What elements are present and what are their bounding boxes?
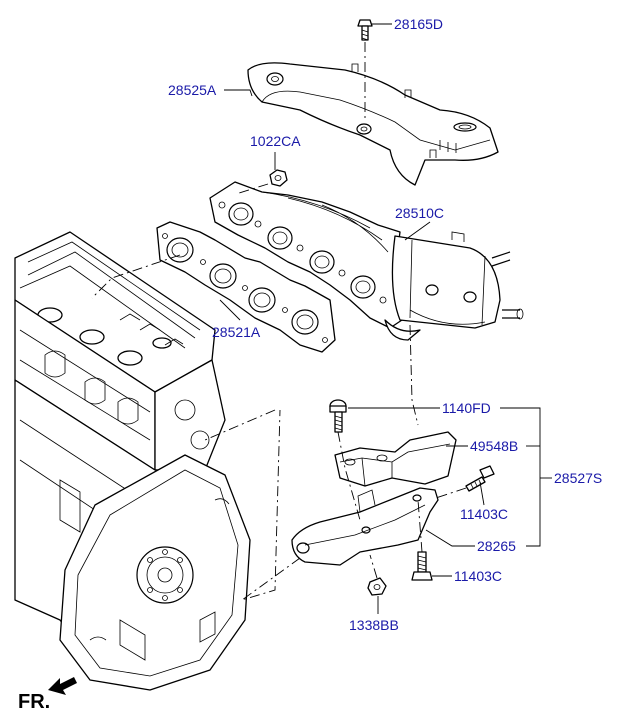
label-28527s[interactable]: 28527S [554, 470, 602, 486]
label-28525a[interactable]: 28525A [168, 82, 217, 98]
protector-49548b [334, 431, 457, 487]
label-11403c-upper[interactable]: 11403C [460, 506, 508, 522]
part-labels: 28165D 28525A 1022CA 28510C 28521A 1140F… [168, 16, 602, 633]
label-28165d[interactable]: 28165D [394, 16, 443, 32]
label-1022ca[interactable]: 1022CA [250, 133, 301, 149]
label-11403c-lower[interactable]: 11403C [454, 568, 502, 584]
label-1140fd[interactable]: 1140FD [442, 400, 491, 416]
bracket-28265 [291, 487, 439, 566]
label-28510c[interactable]: 28510C [395, 205, 444, 221]
front-label: FR. [18, 691, 50, 713]
front-indicator: FR. [18, 677, 77, 713]
nut-1338bb [367, 577, 387, 596]
bolt-1140fd [329, 399, 347, 433]
leader-lines [219, 23, 552, 614]
bolt-28165d [357, 19, 373, 41]
bolt-11403c-lower [411, 551, 433, 581]
bolt-11403c-upper [465, 465, 495, 492]
nut-1022ca [269, 169, 288, 187]
label-1338bb[interactable]: 1338BB [349, 617, 399, 633]
engine-block [14, 231, 251, 691]
heat-protector-28525a [247, 62, 499, 186]
label-49548b[interactable]: 49548B [470, 438, 518, 454]
front-arrow-icon [48, 677, 77, 695]
exhaust-manifold-28510c [209, 181, 524, 341]
gasket-28521a [156, 221, 336, 353]
label-28265[interactable]: 28265 [477, 538, 516, 554]
assembly-lines [91, 42, 467, 601]
label-28521a[interactable]: 28521A [212, 324, 261, 340]
